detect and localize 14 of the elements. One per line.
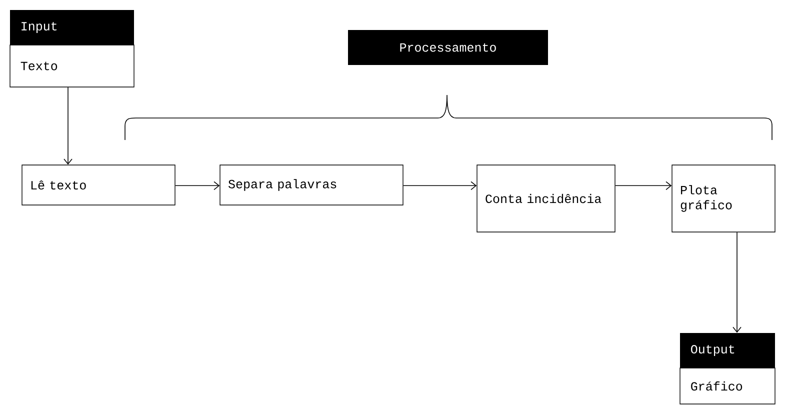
process-box: Lê texto (22, 164, 176, 206)
node-label: Output (691, 345, 734, 356)
input-output-box: Input Texto (10, 10, 134, 88)
input-output-box: Output Gráfico (680, 333, 776, 404)
process-box: Plota gráfico (672, 164, 776, 232)
arrow (732, 232, 742, 333)
arrow (64, 86, 72, 165)
node-label: Input (22, 22, 57, 33)
arrow (666, 181, 672, 190)
arrow (470, 181, 477, 190)
title-box: Processamento (348, 30, 548, 65)
process-box: Conta incidência (476, 164, 616, 232)
arrow (214, 181, 220, 190)
process-box: Separa palavras (220, 164, 404, 206)
